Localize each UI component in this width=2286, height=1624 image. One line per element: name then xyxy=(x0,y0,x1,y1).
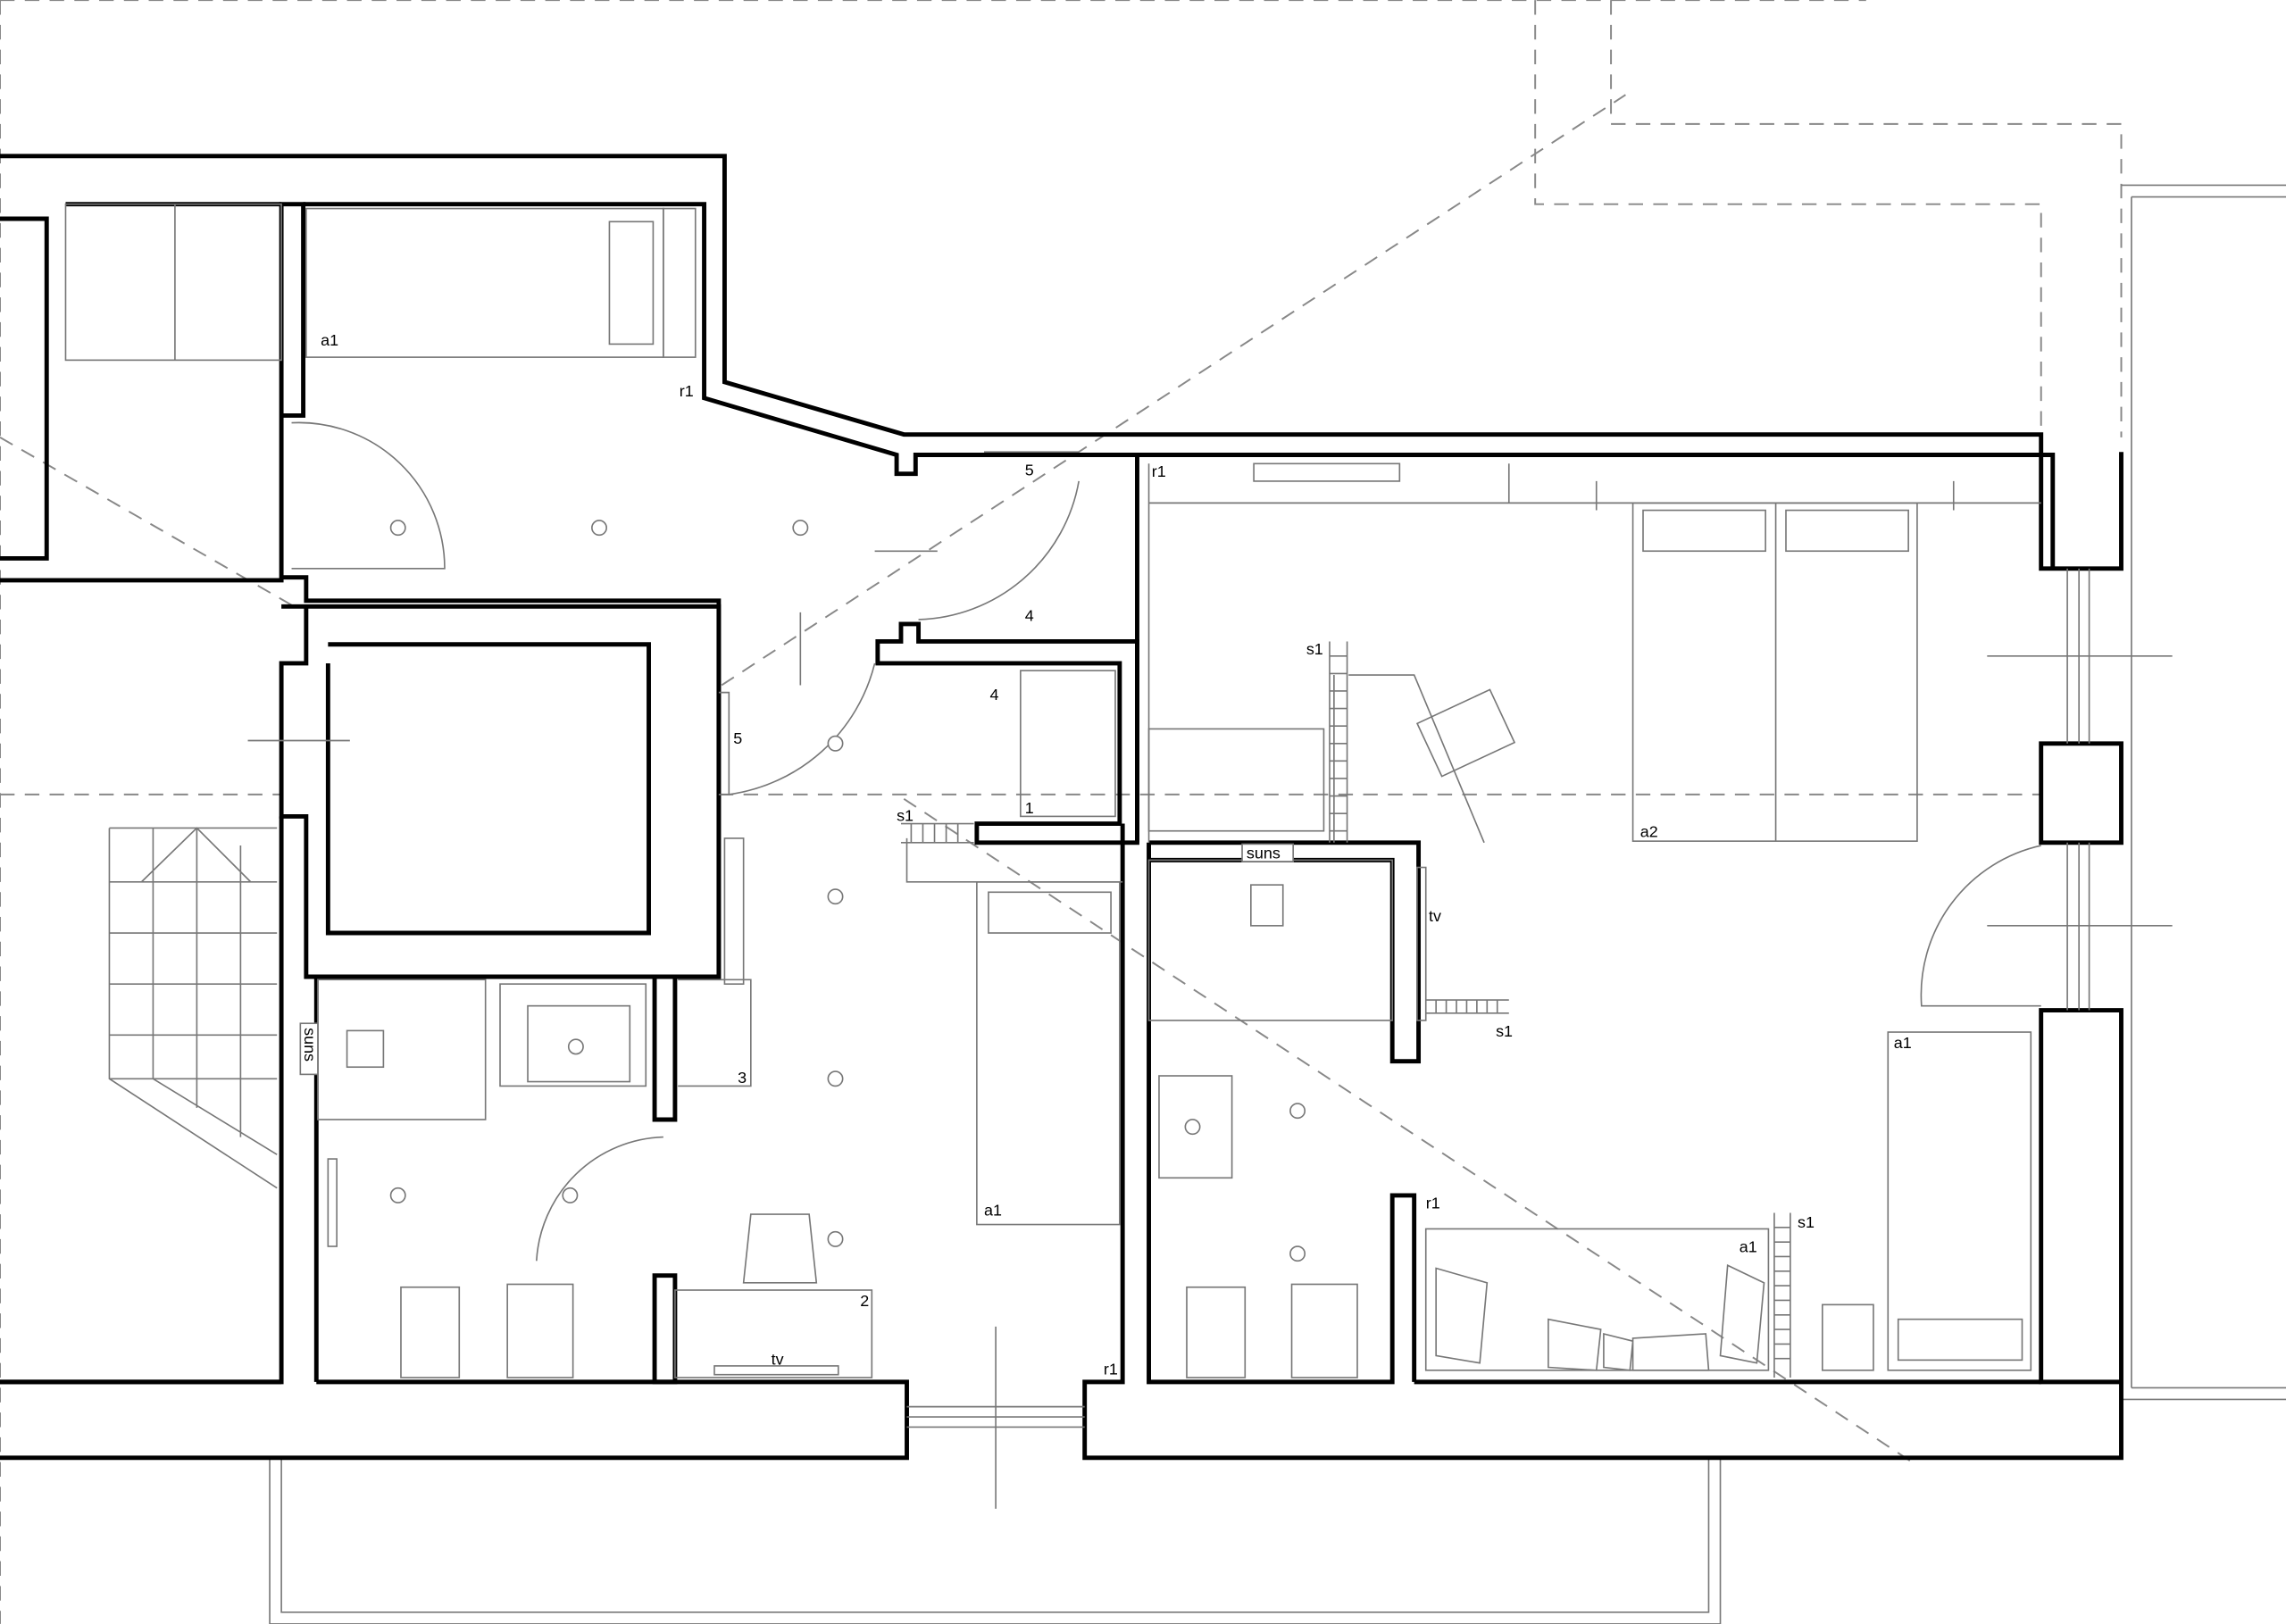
label-r1: r1 xyxy=(680,382,694,400)
radiators xyxy=(900,641,1791,1378)
light-icon xyxy=(1289,1245,1306,1262)
label-tv: tv xyxy=(1429,907,1441,925)
label-s1: s1 xyxy=(897,806,914,824)
label-s1: s1 xyxy=(1798,1213,1815,1231)
label-5: 5 xyxy=(733,729,742,747)
staircase xyxy=(108,827,278,1189)
light-icon xyxy=(827,735,844,752)
suns-label-box-right xyxy=(1241,843,1294,862)
label-a1: a1 xyxy=(1894,1034,1912,1052)
balcony-right xyxy=(2121,184,2286,1401)
light-icon xyxy=(562,1187,579,1203)
label-r1: r1 xyxy=(1104,1361,1118,1378)
label-2: 2 xyxy=(860,1292,869,1310)
light-icon xyxy=(827,1070,844,1087)
label-a1: a1 xyxy=(321,331,338,349)
windows xyxy=(718,451,2090,1428)
light-icon xyxy=(827,1230,844,1247)
light-icon xyxy=(792,520,809,537)
label-s1: s1 xyxy=(1496,1022,1513,1040)
label-r1: r1 xyxy=(1426,1195,1440,1212)
label-3: 3 xyxy=(738,1069,747,1087)
label-a2: a2 xyxy=(1640,822,1658,840)
label-1: 1 xyxy=(1025,799,1034,817)
label-r1: r1 xyxy=(1152,462,1166,480)
label-4: 4 xyxy=(990,686,999,704)
light-icon xyxy=(389,520,406,537)
label-5: 5 xyxy=(1025,461,1034,479)
label-4: 4 xyxy=(1025,607,1034,625)
light-icon xyxy=(389,1187,406,1203)
walls xyxy=(0,154,2123,1461)
label-a1: a1 xyxy=(1740,1238,1757,1256)
label-a1: a1 xyxy=(984,1202,1002,1220)
light-icon xyxy=(1289,1103,1306,1120)
label-suns: suns xyxy=(301,1028,319,1062)
label-tv: tv xyxy=(772,1350,784,1368)
label-suns: suns xyxy=(1247,845,1281,862)
label-s1: s1 xyxy=(1306,640,1323,658)
plan-labels: a1 r1 5 r1 4 4 s1 5 1 s1 a2 suns tv s1 s… xyxy=(301,331,1912,1378)
ceiling-lights xyxy=(389,520,1306,1262)
suns-label-box-left xyxy=(299,1022,319,1076)
light-icon xyxy=(591,520,607,537)
doors xyxy=(291,421,2041,1262)
light-icon xyxy=(827,888,844,905)
furniture xyxy=(64,203,2173,1509)
